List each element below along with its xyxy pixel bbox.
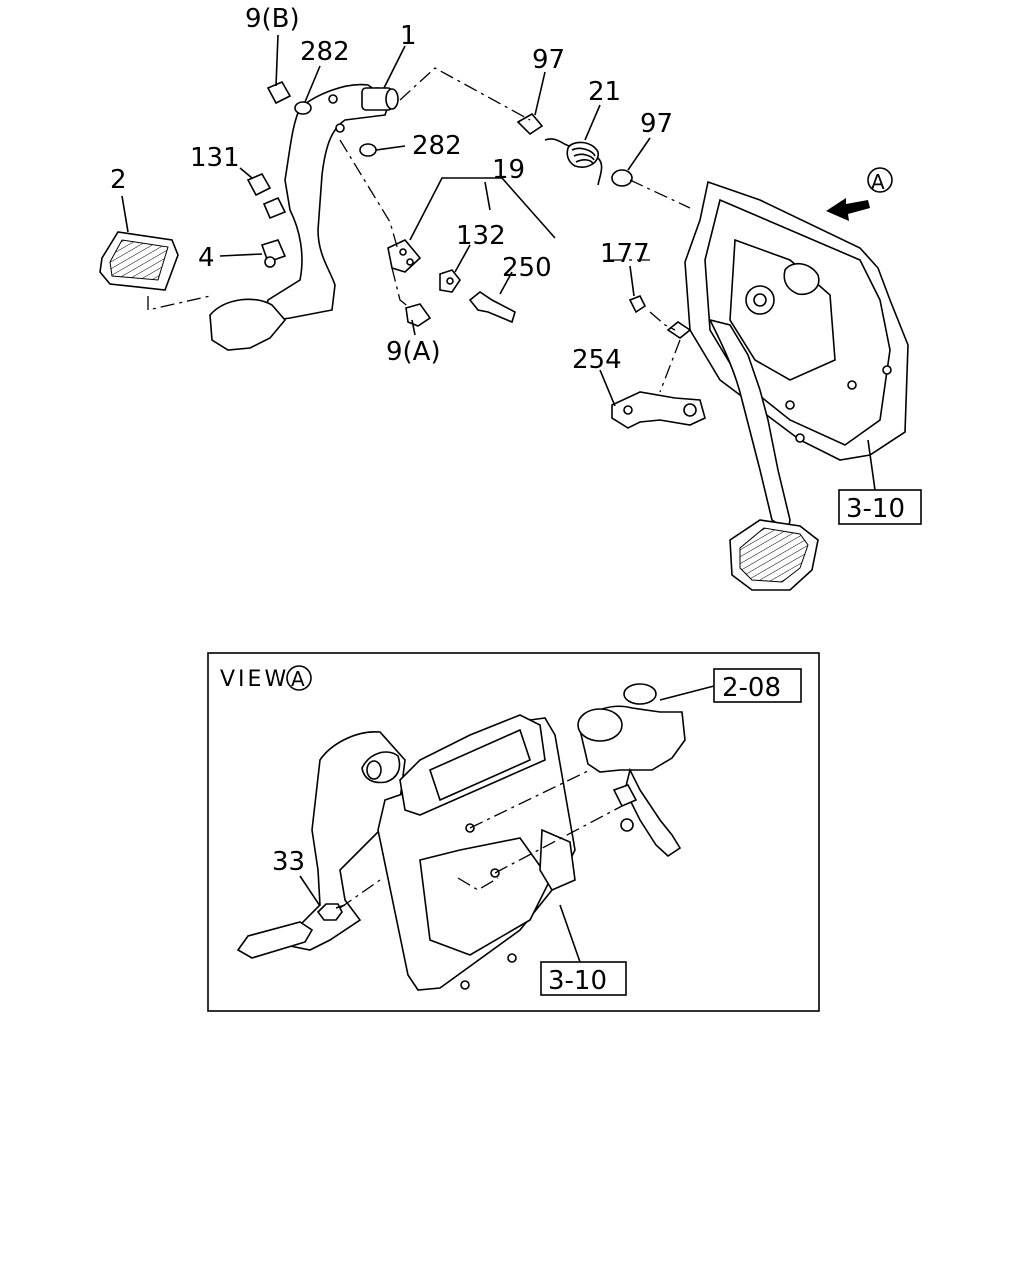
callout-4: 4	[198, 243, 215, 273]
upper-small-parts	[246, 80, 516, 327]
view-a-label: VIEW	[220, 667, 289, 692]
ref-3-10-lower-text: 3-10	[548, 966, 607, 996]
callout-254: 254	[572, 345, 622, 375]
callout-250: 250	[502, 253, 552, 283]
ref-box-2-08[interactable]: 2-08	[713, 668, 802, 703]
inset-bolt-33	[316, 903, 346, 921]
assembly-lines	[147, 67, 691, 393]
brake-pedal-arm	[209, 83, 399, 351]
inset-leaders	[299, 685, 715, 963]
callout-131: 131	[190, 143, 240, 173]
brake-pedal-pad	[99, 231, 179, 291]
callout-9a: 9(A)	[386, 337, 441, 367]
view-a-inset-circle	[286, 665, 312, 691]
callout-21: 21	[588, 77, 621, 107]
view-a-circle-marker	[867, 167, 893, 193]
ref-3-10-upper-text: 3-10	[846, 494, 905, 524]
ref-box-3-10-lower[interactable]: 3-10	[540, 961, 627, 996]
view-a-arrow	[826, 198, 870, 221]
callout-177: 177	[600, 239, 650, 269]
bracket-254	[611, 294, 706, 429]
upper-exploded-view: 9(B) 282 1 97 21 97 A 131 282 2 19 132 4…	[99, 4, 922, 591]
callout-leaders	[121, 34, 876, 491]
callout-19: 19	[492, 155, 525, 185]
pedal-bracket-assembly	[684, 180, 909, 591]
callout-2: 2	[110, 165, 127, 195]
view-a-circle-text: A	[291, 667, 305, 691]
ref-2-08-text: 2-08	[722, 673, 781, 703]
callout-1: 1	[400, 21, 417, 51]
callout-a: A	[871, 170, 885, 194]
callout-132: 132	[456, 221, 506, 251]
callout-labels: 9(B) 282 1 97 21 97 A 131 282 2 19 132 4…	[110, 4, 893, 375]
callout-97-right: 97	[640, 109, 673, 139]
callout-9b: 9(B)	[245, 4, 300, 34]
callout-282-mid: 282	[412, 131, 462, 161]
inset-assembly-lines	[339, 769, 623, 909]
callout-282-top: 282	[300, 37, 350, 67]
callout-33: 33	[272, 847, 305, 877]
ref-box-3-10-upper[interactable]: 3-10	[838, 489, 922, 525]
spring-and-bushings	[516, 112, 633, 187]
inset-master-cylinder	[577, 683, 686, 858]
callout-97-left: 97	[532, 45, 565, 75]
inset-pedal-bracket	[236, 714, 576, 991]
view-a-inset: VIEW A	[207, 652, 820, 1012]
